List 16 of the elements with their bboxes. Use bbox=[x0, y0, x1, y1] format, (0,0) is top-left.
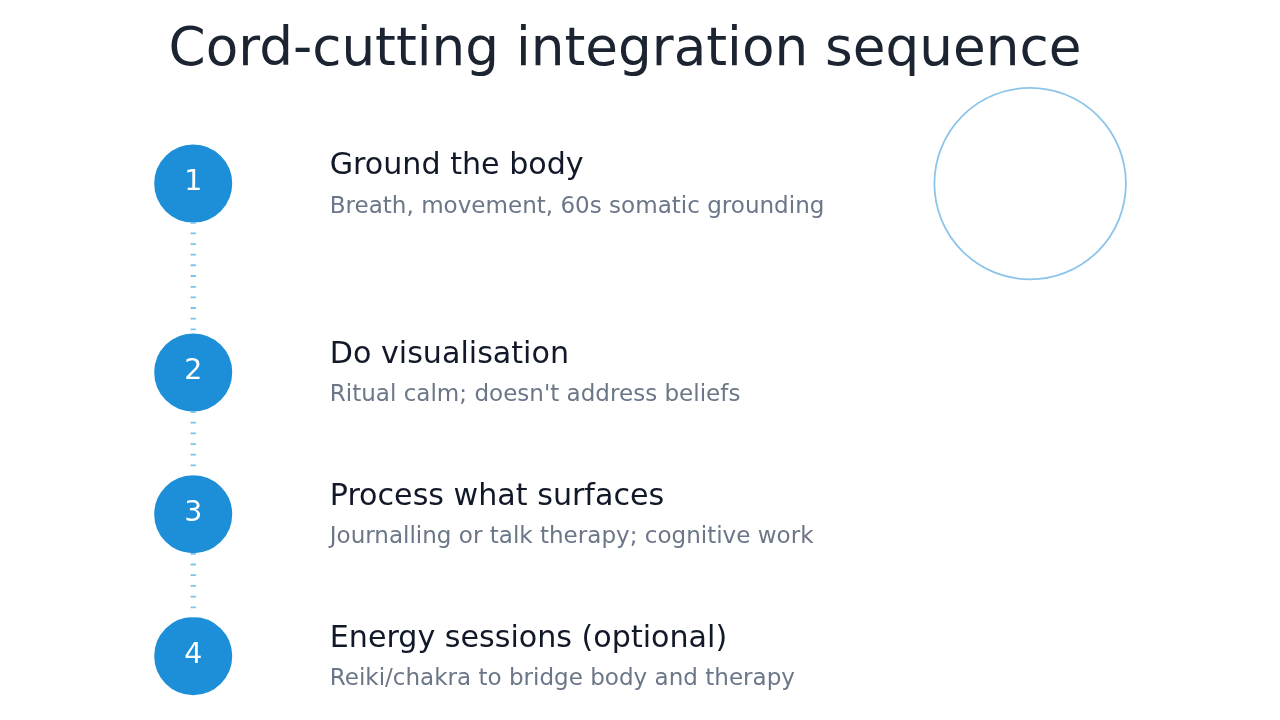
node-label: Energy sessions (optional) bbox=[329, 618, 727, 654]
connector bbox=[190, 553, 196, 618]
node-label: Ritual calm; doesn't address beliefs bbox=[329, 380, 740, 407]
node-circle bbox=[933, 86, 1127, 281]
diagram-title: Cord-cutting integration sequence bbox=[168, 15, 1081, 78]
node-label: Journalling or talk therapy; cognitive work bbox=[329, 522, 814, 549]
connector bbox=[190, 411, 196, 476]
node-label: Breath, movement, 60s somatic grounding bbox=[329, 191, 824, 218]
node-circle: 3 bbox=[153, 475, 232, 554]
node-label: Ground the body bbox=[329, 145, 584, 181]
node-label: Reiki/chakra to bridge body and therapy bbox=[329, 664, 795, 691]
node-circle: 4 bbox=[153, 617, 232, 696]
node-circle: 2 bbox=[153, 333, 232, 412]
node-label: Process what surfaces bbox=[329, 476, 664, 512]
node-circle: 1 bbox=[153, 144, 232, 223]
node-label: Do visualisation bbox=[329, 334, 569, 370]
